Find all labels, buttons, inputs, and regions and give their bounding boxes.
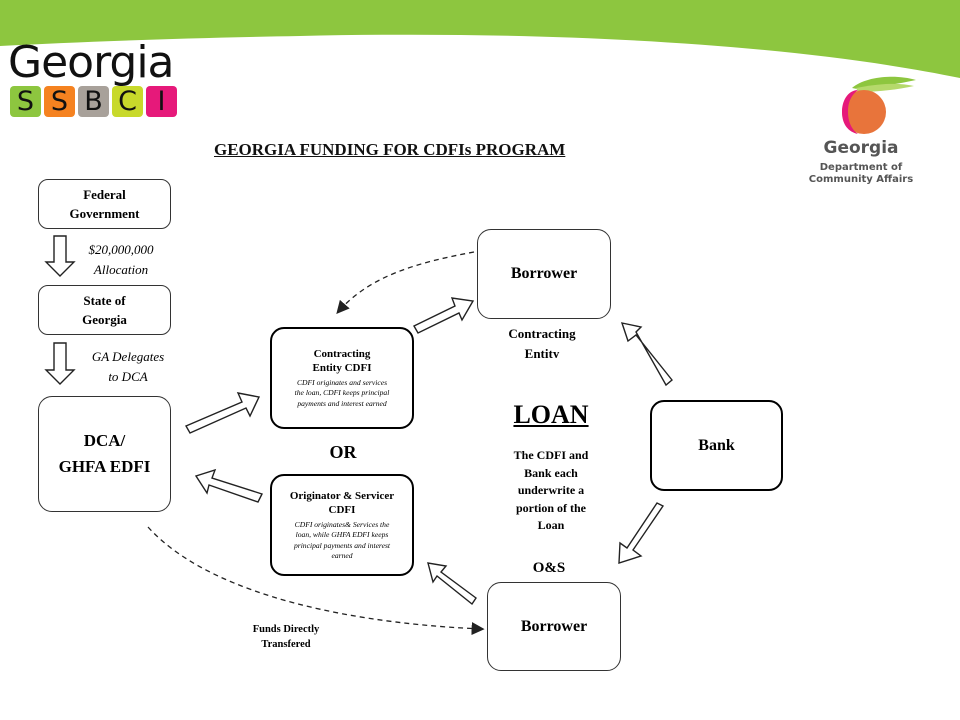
contracting-desc2: the loan, CDFI keeps principal [294, 388, 390, 398]
arrow-borrower-to-originator [427, 562, 477, 606]
arrow-originator-to-dca [194, 468, 263, 503]
state-line1: State of [83, 293, 126, 308]
delegates-line2: to DCA [108, 369, 148, 384]
state-line2: Georgia [82, 312, 127, 327]
delegates-line1: GA Delegates [91, 349, 165, 364]
borrower-top-label: Borrower [510, 265, 578, 282]
loan-line3: underwrite a [517, 483, 585, 497]
arrow-federal-to-state [44, 235, 76, 277]
contracting-desc3: payments and interest earned [297, 398, 387, 408]
peach-icon [842, 76, 916, 134]
loan-line2: Bank each [524, 465, 578, 480]
loan-title: LOAN [513, 400, 589, 429]
borrower-bottom-label: Borrower [520, 617, 588, 635]
allocation-label: $20,000,000 Allocation [78, 240, 164, 280]
originator-line2: CDFI [328, 503, 356, 516]
georgia-ssbci-logo: Georgia S S B C I [6, 38, 178, 120]
federal-line1: Federal [83, 187, 126, 202]
arrow-dca-to-contracting [185, 392, 261, 434]
dca-logo-name: Georgia [823, 138, 899, 158]
loan-line4: portion of the [516, 500, 586, 515]
logo-tile-c: C [112, 86, 143, 117]
logo-tile-s2: S [44, 86, 75, 117]
loan-line5: Loan [537, 518, 565, 532]
dca-logo: Georgia Department of Community Affairs [806, 74, 916, 194]
federal-line2: Government [69, 206, 140, 221]
allocation-line1: $20,000,000 [88, 242, 154, 257]
contracting-line2: Entity CDFI [312, 361, 372, 374]
loan-description: The CDFI and Bank each underwrite a port… [494, 447, 608, 535]
bank-label: Bank [698, 436, 735, 454]
contracting-entity-cdfi-box: Contracting Entity CDFI CDFI originates … [270, 327, 414, 429]
os-label: O&S [532, 560, 566, 576]
dca-logo-line2: Community Affairs [808, 174, 914, 185]
federal-government-box: Federal Government [38, 179, 171, 229]
dashed-dca-to-borrower [147, 526, 485, 636]
dca-logo-line1: Department of [819, 162, 903, 173]
contracting-line1: Contracting [313, 347, 371, 360]
loan-line1: The CDFI and [513, 448, 589, 462]
originator-desc4: earned [331, 551, 353, 560]
dca-line2: GHFA EDFI [58, 457, 151, 476]
dca-ghfa-edfi-box: DCA/ GHFA EDFI [38, 396, 171, 512]
funds-transfer-label: Funds Directly Transfered [236, 622, 336, 652]
state-of-georgia-box: State of Georgia [38, 285, 171, 335]
delegates-label: GA Delegates to DCA [80, 347, 176, 387]
originator-servicer-cdfi-box: Originator & Servicer CDFI CDFI originat… [270, 474, 414, 576]
originator-line1: Originator & Servicer [289, 489, 395, 502]
bank-box: Bank [650, 400, 783, 491]
contracting-entity-label: Contracting Entity [492, 324, 592, 358]
arrow-bank-to-borrower-top [620, 322, 673, 387]
arrow-state-to-dca [44, 342, 76, 385]
originator-desc3: principal payments and interest [293, 540, 391, 550]
dashed-borrower-to-contracting [336, 251, 475, 314]
borrower-top-box: Borrower [477, 229, 611, 319]
contracting-desc1: CDFI originates and services [296, 377, 388, 387]
arrow-contracting-to-borrower [413, 297, 475, 334]
originator-desc2: loan, while GHFA EDFI keeps [295, 530, 389, 539]
contracting-entity-line1: Contracting [508, 326, 576, 341]
funds-line2: Transfered [261, 639, 311, 650]
arrow-bank-to-borrower-bottom [618, 502, 665, 564]
funds-line1: Funds Directly [252, 624, 320, 635]
top-banner [0, 0, 960, 78]
allocation-line2: Allocation [93, 262, 149, 277]
or-label: OR [329, 442, 357, 462]
borrower-bottom-box: Borrower [487, 582, 621, 671]
logo-tile-i: I [146, 86, 177, 117]
contracting-entity-line2: Entity [524, 346, 560, 358]
dca-line1: DCA/ [83, 431, 126, 450]
logo-word: Georgia [8, 37, 175, 88]
logo-tile-s1: S [10, 86, 41, 117]
originator-desc1: CDFI originates& Services the [294, 519, 390, 529]
page-title: GEORGIA FUNDING FOR CDFIs PROGRAM [214, 140, 566, 159]
logo-tile-b: B [78, 86, 109, 117]
